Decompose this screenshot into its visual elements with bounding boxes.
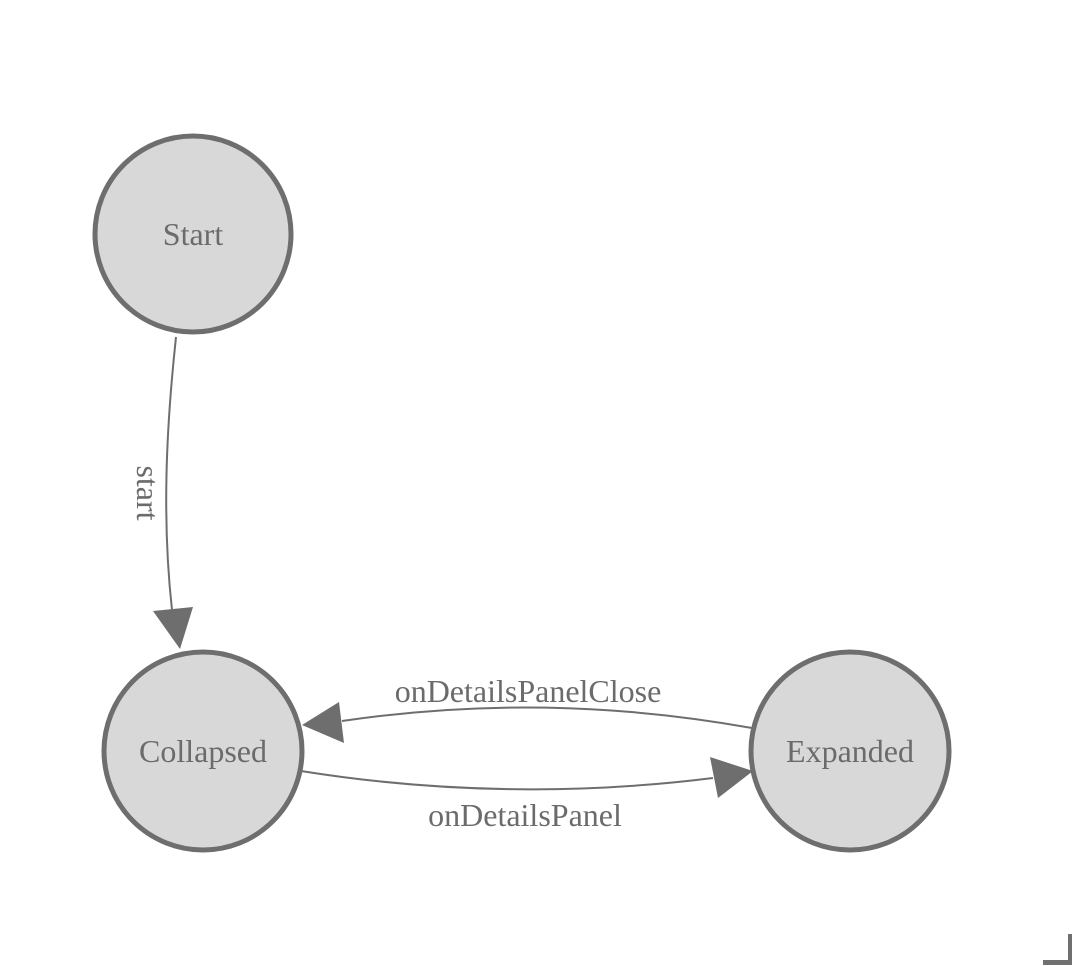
edge-on-details-panel-path [300, 770, 714, 791]
canvas-corner-mark [1043, 934, 1072, 965]
state-label-start: Start [163, 216, 224, 252]
edge-label-on-details-panel-close: onDetailsPanelClose [395, 673, 662, 709]
edge-start-path [165, 336, 177, 611]
edge-label-start: start [130, 465, 166, 520]
edge-on-details-panel-close-arrowhead [302, 702, 344, 743]
edge-start: start [130, 336, 193, 649]
state-circle-expanded[interactable] [748, 649, 952, 853]
state-node-collapsed[interactable]: Collapsed [101, 649, 305, 853]
state-label-expanded: Expanded [786, 733, 914, 769]
state-label-collapsed: Collapsed [139, 733, 267, 769]
edge-on-details-panel: onDetailsPanel [300, 757, 753, 833]
state-circle-collapsed[interactable] [101, 649, 305, 853]
canvas-corner-vertical-bar [1068, 934, 1072, 965]
edge-on-details-panel-close: onDetailsPanelClose [302, 673, 753, 743]
edge-start-arrowhead [153, 607, 193, 649]
edge-on-details-panel-close-path [341, 706, 753, 729]
state-node-expanded[interactable]: Expanded [748, 649, 952, 853]
edge-label-on-details-panel: onDetailsPanel [428, 797, 622, 833]
state-circle-start[interactable] [92, 133, 294, 335]
canvas-corner-horizontal-bar [1043, 960, 1072, 965]
state-node-start[interactable]: Start [92, 133, 294, 335]
edge-on-details-panel-arrowhead [710, 757, 753, 798]
